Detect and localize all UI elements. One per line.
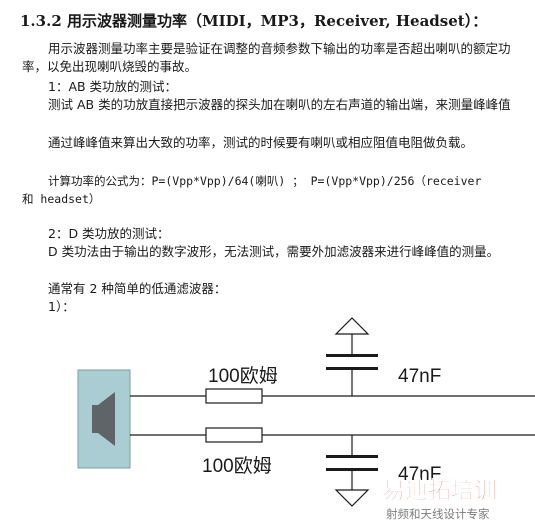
ab-calc-paragraph: 通过峰峰值来算出大致的功率，测试的时候要有喇叭或相应阻值电阻做负载。: [48, 135, 474, 150]
watermark-tagline: 射频和天线设计专家: [386, 507, 490, 521]
top-resistor-label: 100欧姆: [208, 365, 278, 387]
top-resistor: [205, 388, 263, 404]
d-heading: 2：D 类功放的测试：: [48, 226, 170, 241]
ground-triangle-icon: [334, 317, 370, 335]
d-method-paragraph: D 类功法由于输出的数字波形，无法测试，需要外加滤波器来进行峰峰值的测量。: [48, 244, 500, 259]
speaker-icon: [77, 369, 131, 469]
section-heading: 1.3.2 用示波器测量功率（MIDI，MP3，Receiver, Headse…: [20, 10, 487, 31]
formula-line-2: 和 headset）: [22, 192, 101, 206]
top-capacitor-label: 47nF: [398, 366, 441, 387]
ab-method-paragraph: 测试 AB 类的功放直接把示波器的探头加在喇叭的左右声道的输出端，来测量峰峰值: [48, 97, 511, 112]
ab-heading: 1：AB 类功放的测试：: [48, 79, 178, 94]
bottom-capacitor: [326, 435, 378, 490]
list-item-1: 1）：: [48, 299, 75, 314]
bottom-capacitor-label: 47nF: [398, 464, 441, 485]
section-number: 1.3.2: [20, 12, 62, 30]
top-capacitor: [326, 334, 378, 396]
watermark-brand: 易迪拓培训: [382, 477, 497, 504]
filters-intro: 通常有 2 种简单的低通滤波器：: [48, 281, 227, 296]
bottom-resistor-label: 100欧姆: [202, 455, 272, 477]
lowpass-filter-diagram: 100欧姆 47nF 100欧姆 47nF 易迪拓培训 射频和天线设计专家: [77, 317, 535, 521]
formula-line-1: 计算功率的公式为：P=(Vpp*Vpp)/64(喇叭) ； P=(Vpp*Vpp…: [48, 174, 482, 188]
ground-triangle-icon: [334, 489, 370, 507]
section-title: 用示波器测量功率（MIDI，MP3，Receiver, Headset）：: [67, 12, 488, 30]
intro-paragraph: 用示波器测量功率主要是验证在调整的音频参数下输出的功率是否超出喇叭的额定功率，以…: [22, 41, 511, 74]
bottom-resistor: [205, 427, 263, 443]
watermark: 易迪拓培训 射频和天线设计专家: [382, 477, 498, 521]
